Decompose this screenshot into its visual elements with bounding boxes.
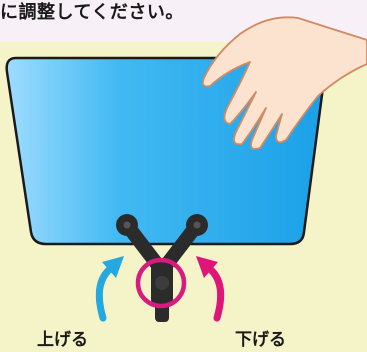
instruction-caption: に調整してください。 bbox=[0, 2, 184, 23]
raise-label: 上げる bbox=[37, 330, 88, 350]
pivot-highlight-ring bbox=[135, 257, 187, 309]
lower-label: 下げる bbox=[235, 330, 286, 350]
raise-arrow-icon bbox=[95, 256, 124, 322]
lower-arrow-icon bbox=[196, 256, 225, 322]
hand-icon bbox=[201, 16, 367, 150]
